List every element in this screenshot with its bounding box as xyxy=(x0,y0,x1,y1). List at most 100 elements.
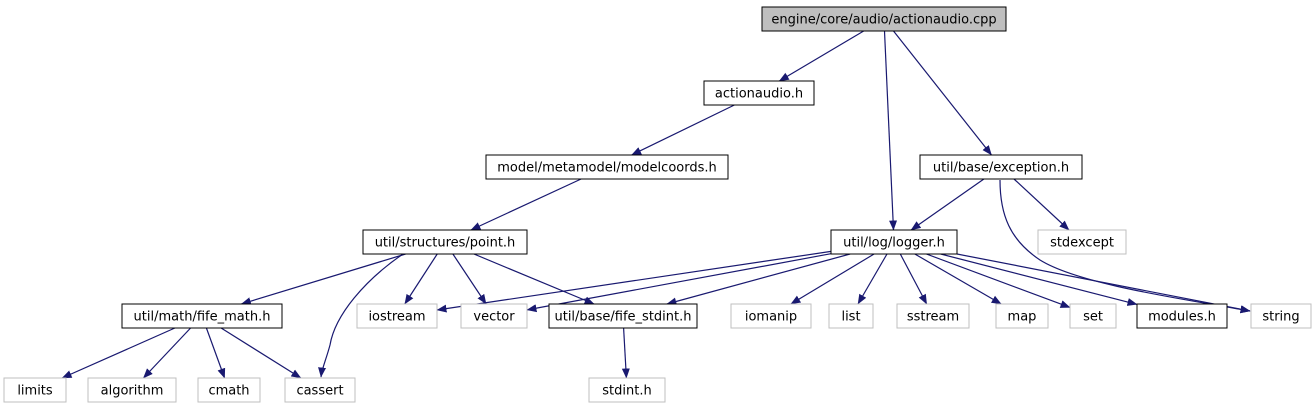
node-box xyxy=(1037,229,1127,255)
node-box xyxy=(1069,303,1117,329)
edge-logger-h-to-modules-h xyxy=(940,253,1138,306)
edge-root-to-logger-h xyxy=(883,30,898,231)
edge-fife-math-h-to-algorithm xyxy=(142,327,192,379)
edge-logger-h-to-iomanip xyxy=(790,253,875,305)
node-list: list xyxy=(828,303,874,329)
node-box xyxy=(87,377,177,403)
node-label: stdexcept xyxy=(1050,236,1114,251)
node-actionaudio-h[interactable]: actionaudio.h xyxy=(703,80,815,106)
node-label: modules.h xyxy=(1148,310,1216,325)
node-box xyxy=(284,377,356,403)
node-box xyxy=(121,303,283,329)
node-label: set xyxy=(1083,310,1103,325)
edge-root-to-exception-h xyxy=(893,30,992,156)
node-stdexcept: stdexcept xyxy=(1037,229,1127,255)
node-box xyxy=(761,6,1007,32)
node-box xyxy=(362,229,528,255)
edge-logger-h-to-vector xyxy=(526,253,832,313)
node-root[interactable]: engine/core/audio/actionaudio.cpp xyxy=(761,6,1007,32)
node-box xyxy=(703,80,815,106)
node-label: cmath xyxy=(208,384,249,399)
node-label: iostream xyxy=(368,310,425,325)
node-string: string xyxy=(1250,303,1312,329)
node-label: engine/core/audio/actionaudio.cpp xyxy=(771,13,996,28)
node-box xyxy=(548,303,698,329)
node-box xyxy=(356,303,438,329)
node-cassert: cassert xyxy=(284,377,356,403)
node-label: util/math/fife_math.h xyxy=(134,310,271,325)
edge-logger-h-to-string xyxy=(956,253,1251,314)
edge-exception-h-to-logger-h xyxy=(910,178,985,231)
node-box xyxy=(730,303,812,329)
node-box xyxy=(460,303,528,329)
file-nodes: engine/core/audio/actionaudio.cpp actiona… xyxy=(3,6,1312,403)
node-label: util/base/fife_stdint.h xyxy=(554,310,691,325)
node-label: actionaudio.h xyxy=(715,87,803,102)
node-label: util/log/logger.h xyxy=(843,236,945,251)
node-box xyxy=(828,303,874,329)
node-logger-h[interactable]: util/log/logger.h xyxy=(830,229,958,255)
node-box xyxy=(485,154,729,180)
node-exception-h[interactable]: util/base/exception.h xyxy=(919,154,1083,180)
node-fife-stdint-h[interactable]: util/base/fife_stdint.h xyxy=(548,303,698,329)
node-label: algorithm xyxy=(101,384,164,399)
node-set: set xyxy=(1069,303,1117,329)
node-label: model/metamodel/modelcoords.h xyxy=(497,161,717,176)
node-label: list xyxy=(841,310,860,325)
edge-fife-math-h-to-cassert xyxy=(220,327,302,379)
node-label: sstream xyxy=(907,310,959,325)
edge-fife-math-h-to-limits xyxy=(61,327,176,379)
edge-logger-h-to-map xyxy=(914,253,1002,305)
node-box xyxy=(919,154,1083,180)
node-box xyxy=(830,229,958,255)
edge-modelcoords-h-to-point-h xyxy=(470,178,582,231)
edge-actionaudio-h-to-modelcoords-h xyxy=(631,104,735,156)
node-vector: vector xyxy=(460,303,528,329)
edge-logger-h-to-list xyxy=(857,253,888,305)
node-label: cassert xyxy=(296,384,343,399)
edge-point-h-to-cassert xyxy=(318,253,404,378)
edge-logger-h-to-sstream xyxy=(899,253,928,305)
node-box xyxy=(896,303,970,329)
node-label: stdint.h xyxy=(602,384,651,399)
node-label: map xyxy=(1008,310,1037,325)
edge-fife-stdint-h-to-stdint-h xyxy=(621,327,630,379)
node-iomanip: iomanip xyxy=(730,303,812,329)
node-cmath: cmath xyxy=(197,377,261,403)
node-stdint-h: stdint.h xyxy=(588,377,666,403)
node-label: string xyxy=(1262,310,1299,325)
edge-fife-math-h-to-cmath xyxy=(205,327,226,379)
edge-root-to-actionaudio-h xyxy=(778,30,865,82)
edge-logger-h-to-set xyxy=(926,253,1071,308)
node-box xyxy=(1136,303,1228,329)
node-sstream: sstream xyxy=(896,303,970,329)
node-point-h[interactable]: util/structures/point.h xyxy=(362,229,528,255)
edge-point-h-to-fife-math-h xyxy=(240,253,406,306)
node-box xyxy=(1250,303,1312,329)
dependency-edges xyxy=(61,30,1251,379)
node-box xyxy=(995,303,1049,329)
node-fife-math-h[interactable]: util/math/fife_math.h xyxy=(121,303,283,329)
node-label: vector xyxy=(473,310,515,325)
node-box xyxy=(197,377,261,403)
node-iostream: iostream xyxy=(356,303,438,329)
edge-point-h-to-vector xyxy=(452,253,487,305)
node-label: iomanip xyxy=(745,310,797,325)
node-label: limits xyxy=(17,384,53,399)
edge-point-h-to-fife-stdint-h xyxy=(473,253,595,305)
node-label: util/structures/point.h xyxy=(375,236,516,251)
edge-exception-h-to-stdexcept xyxy=(1013,178,1070,231)
edge-logger-h-to-iostream xyxy=(436,250,832,313)
edge-logger-h-to-fife-stdint-h xyxy=(666,253,851,306)
node-modelcoords-h[interactable]: model/metamodel/modelcoords.h xyxy=(485,154,729,180)
node-box xyxy=(3,377,67,403)
node-modules-h[interactable]: modules.h xyxy=(1136,303,1228,329)
edge-point-h-to-iostream xyxy=(404,253,438,305)
node-box xyxy=(588,377,666,403)
node-label: util/base/exception.h xyxy=(933,161,1069,176)
node-algorithm: algorithm xyxy=(87,377,177,403)
node-map: map xyxy=(995,303,1049,329)
node-limits: limits xyxy=(3,377,67,403)
edge-exception-h-to-string xyxy=(999,179,1251,314)
